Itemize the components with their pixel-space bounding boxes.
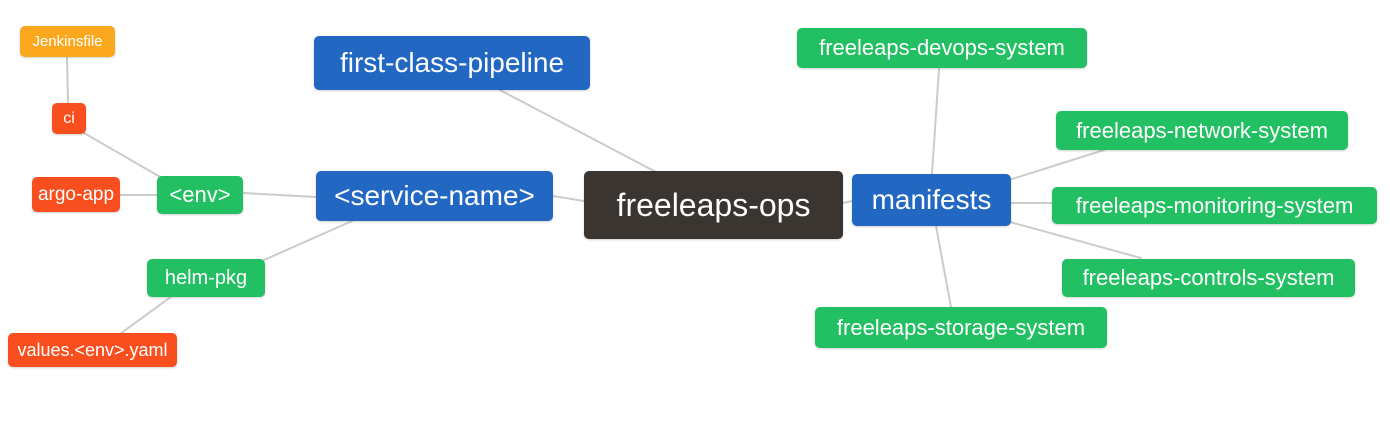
node-freeleaps-ops[interactable]: freeleaps-ops: [584, 171, 843, 239]
node-controls-system[interactable]: freeleaps-controls-system: [1062, 259, 1355, 297]
node-devops-system[interactable]: freeleaps-devops-system: [797, 28, 1087, 68]
edge-manifests-controls: [1009, 221, 1142, 259]
node-monitoring-system[interactable]: freeleaps-monitoring-system: [1052, 187, 1377, 224]
edge-manifests-network: [1011, 149, 1105, 180]
node-env[interactable]: <env>: [157, 176, 243, 214]
node-service-name[interactable]: <service-name>: [316, 171, 553, 221]
node-ci[interactable]: ci: [52, 103, 86, 134]
edge-helm-pkg-values: [119, 295, 173, 335]
edge-service-name-freeleaps-ops: [552, 195, 585, 202]
edge-ci-env: [83, 132, 163, 179]
node-helm-pkg[interactable]: helm-pkg: [147, 259, 265, 297]
edge-jenkinsfile-ci: [66, 56, 69, 104]
edge-manifests-storage: [935, 225, 952, 308]
edge-env-service-name: [242, 192, 317, 198]
node-storage-system[interactable]: freeleaps-storage-system: [815, 307, 1107, 348]
node-jenkinsfile[interactable]: Jenkinsfile: [20, 26, 115, 57]
edge-manifests-devops: [931, 68, 940, 175]
node-first-class-pipeline[interactable]: first-class-pipeline: [314, 36, 590, 90]
edge-freeleaps-ops-manifests: [842, 200, 853, 204]
node-network-system[interactable]: freeleaps-network-system: [1056, 111, 1348, 150]
node-argo-app[interactable]: argo-app: [32, 177, 120, 212]
node-manifests[interactable]: manifests: [852, 174, 1011, 226]
edge-pipeline-freeleaps-ops: [499, 89, 657, 173]
edge-service-name-helm-pkg: [263, 220, 353, 261]
node-values-env-yaml[interactable]: values.<env>.yaml: [8, 333, 177, 367]
